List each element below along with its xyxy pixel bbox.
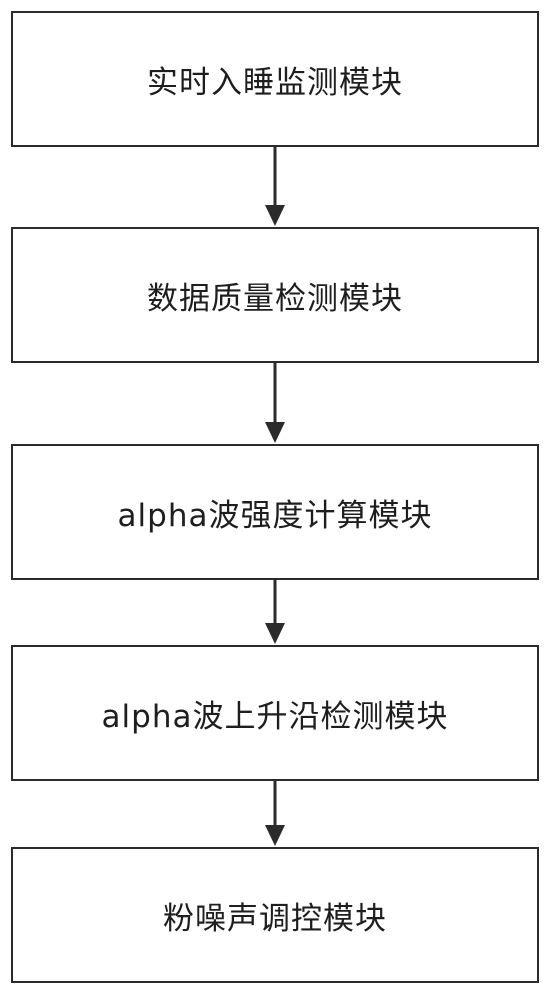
module-box-pink-noise-regulation: 粉噪声调控模块 <box>11 847 539 983</box>
module-box-data-quality-detection: 数据质量检测模块 <box>11 227 539 363</box>
module-label: 数据质量检测模块 <box>147 280 403 317</box>
flow-arrow-1 <box>262 147 288 227</box>
module-box-alpha-intensity-calculation: alpha波强度计算模块 <box>11 444 539 580</box>
module-label: alpha波强度计算模块 <box>117 497 433 534</box>
flow-arrow-3 <box>262 580 288 645</box>
module-box-realtime-sleep-onset-monitoring: 实时入睡监测模块 <box>11 11 539 147</box>
flow-arrow-2 <box>262 363 288 444</box>
module-box-alpha-rising-edge-detection: alpha波上升沿检测模块 <box>11 645 539 781</box>
flow-arrow-4 <box>262 781 288 847</box>
module-label: 粉噪声调控模块 <box>163 900 387 937</box>
module-label: 实时入睡监测模块 <box>147 64 403 101</box>
module-label: alpha波上升沿检测模块 <box>101 698 449 735</box>
